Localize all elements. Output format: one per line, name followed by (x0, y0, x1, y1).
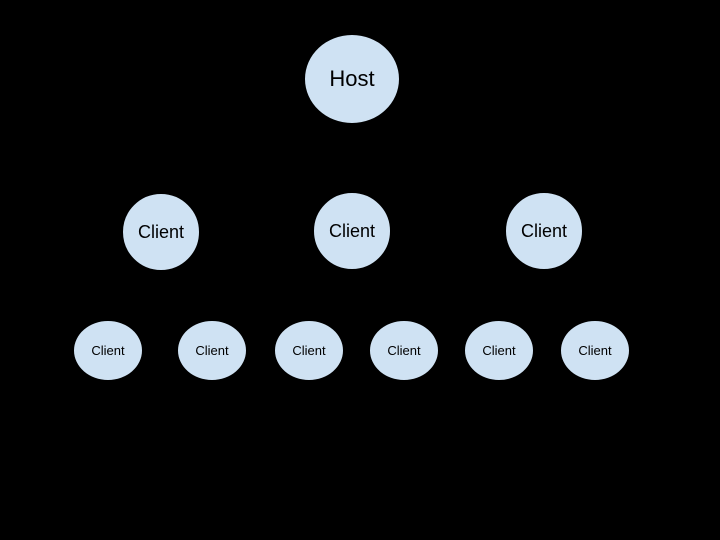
client-node-leaf-3: Client (274, 320, 344, 381)
client-node-mid-1: Client (122, 193, 200, 271)
client-node-label: Client (292, 343, 326, 358)
client-node-label: Client (328, 221, 376, 241)
client-node-label: Client (387, 343, 421, 358)
client-node-label: Client (482, 343, 516, 358)
client-node-leaf-2: Client (177, 320, 247, 381)
host-node-label: Host (329, 66, 375, 91)
client-node-leaf-1: Client (73, 320, 143, 381)
client-node-mid-3: Client (505, 192, 583, 270)
client-node-mid-2: Client (313, 192, 391, 270)
client-node-label: Client (520, 221, 568, 241)
host-node: Host (304, 34, 400, 124)
client-node-leaf-4: Client (369, 320, 439, 381)
client-node-label: Client (91, 343, 125, 358)
client-node-label: Client (195, 343, 229, 358)
client-node-leaf-6: Client (560, 320, 630, 381)
client-node-leaf-5: Client (464, 320, 534, 381)
client-node-label: Client (137, 222, 185, 242)
client-node-label: Client (578, 343, 612, 358)
